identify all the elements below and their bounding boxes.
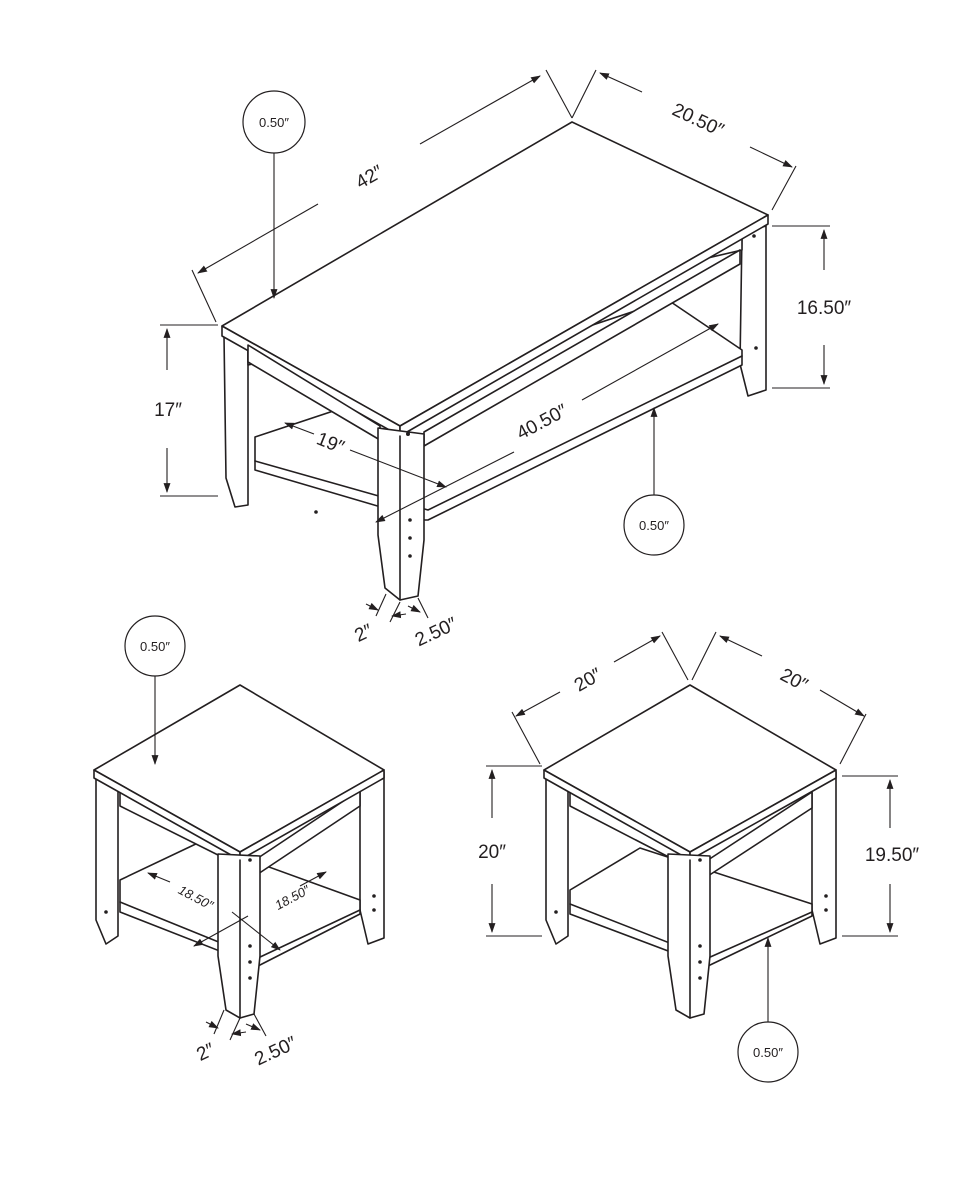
end-table-right-top: [543, 684, 837, 853]
end-table-right-width-label: 20″: [571, 664, 606, 696]
coffee-table-shelf-thickness-label: 0.50″: [639, 518, 669, 533]
end-table-right-shelf-thickness-label: 0.50″: [753, 1045, 783, 1060]
coffee-table-leg-foot-label: 2″: [352, 620, 377, 646]
end-table-right-dimensions: 20″ 20″ 20″ 19.50″ 0.50″: [478, 631, 920, 1083]
end-table-left-leg-foot-label: 2″: [194, 1039, 219, 1065]
coffee-table-back-right-leg: [739, 225, 767, 397]
end-table-left-top: [93, 684, 385, 853]
coffee-table-back-left-leg: [223, 335, 249, 508]
coffee-table-shelf: [254, 299, 743, 521]
end-table-right-height-label: 20″: [478, 842, 506, 863]
end-table-left-drawing: [93, 684, 385, 1019]
coffee-table-height-label: 17″: [154, 400, 182, 421]
end-table-left-top-thickness-label: 0.50″: [140, 639, 170, 654]
coffee-table-drawing: [221, 121, 769, 601]
coffee-table-front-leg: [377, 427, 425, 601]
end-table-left-leg-top-label: 2.50″: [252, 1033, 301, 1071]
coffee-table-length-label: 42″: [352, 161, 387, 193]
end-table-right-front-leg: [667, 853, 711, 1019]
end-table-right-drawing: [543, 684, 837, 1019]
end-table-left-front-leg: [217, 853, 261, 1019]
coffee-table-leg-top-label: 2.50″: [412, 614, 461, 652]
coffee-table-depth-label: 20.50″: [669, 99, 727, 141]
end-table-right-side-height-label: 19.50″: [865, 845, 920, 866]
coffee-table-top-thickness-label: 0.50″: [259, 115, 289, 130]
coffee-table-side-height-label: 16.50″: [797, 298, 852, 319]
end-table-right-depth-label: 20″: [777, 665, 812, 697]
